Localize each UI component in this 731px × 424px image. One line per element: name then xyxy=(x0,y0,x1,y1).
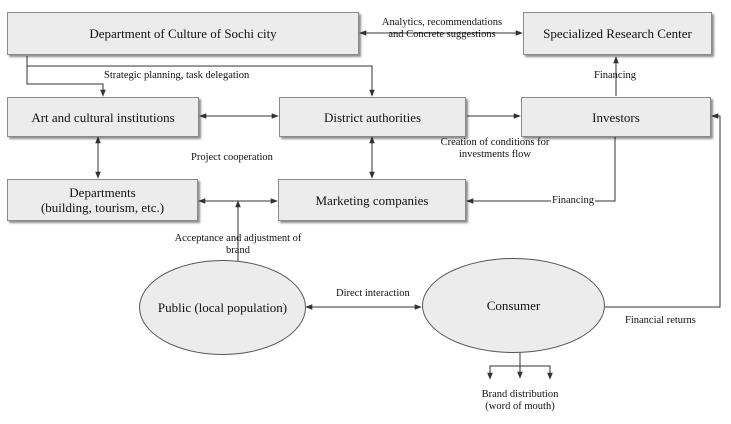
edge-strategic-art xyxy=(26,56,106,97)
node-departments-label-1: Departments xyxy=(69,185,136,200)
label-direct-interaction: Direct interaction xyxy=(336,288,410,299)
label-analytics-2: and Concrete suggestions xyxy=(388,29,496,40)
node-marketing-companies: Marketing companies xyxy=(278,179,466,221)
label-analytics: Analytics, recommendations and Concrete … xyxy=(367,17,517,41)
node-public-label: Public (local population) xyxy=(157,299,288,315)
label-brand-distribution: Brand distribution (word of mouth) xyxy=(462,389,578,413)
node-district-authorities: District authorities xyxy=(279,97,466,137)
label-acceptance-1: Acceptance and adjustment of xyxy=(174,233,302,244)
node-departments: Departments (building, tourism, etc.) xyxy=(7,179,198,221)
node-investors: Investors xyxy=(521,97,711,137)
label-strategic: Strategic planning, task delegation xyxy=(104,70,250,81)
label-financial-returns: Financial returns xyxy=(625,315,696,326)
label-analytics-1: Analytics, recommendations xyxy=(381,17,503,28)
node-investors-label: Investors xyxy=(592,109,640,125)
label-acceptance: Acceptance and adjustment of brand xyxy=(164,233,312,257)
node-district-authorities-label: District authorities xyxy=(323,109,422,125)
label-brand-distribution-2: (word of mouth) xyxy=(485,401,555,412)
label-acceptance-2: brand xyxy=(226,245,250,256)
node-dept-culture-label: Department of Culture of Sochi city xyxy=(89,26,277,41)
label-financing-mid: Financing xyxy=(551,195,595,207)
node-public: Public (local population) xyxy=(139,260,306,355)
node-research-center-label: Specialized Research Center xyxy=(543,26,692,41)
node-consumer: Consumer xyxy=(422,258,605,353)
edge-strategic-district xyxy=(27,65,375,97)
edge-financing-marketing xyxy=(466,137,616,204)
node-dept-culture: Department of Culture of Sochi city xyxy=(7,12,359,55)
node-art-institutions-label: Art and cultural institutions xyxy=(31,109,175,125)
label-creation-1: Creation of conditions for xyxy=(440,137,550,148)
node-departments-label-2: (building, tourism, etc.) xyxy=(40,200,165,215)
node-consumer-label: Consumer xyxy=(486,297,541,313)
node-research-center: Specialized Research Center xyxy=(523,12,712,55)
node-marketing-companies-label: Marketing companies xyxy=(315,192,429,208)
label-creation-2: investments flow xyxy=(458,149,532,160)
label-project-cooperation: Project cooperation xyxy=(191,152,273,163)
label-brand-distribution-1: Brand distribution xyxy=(481,389,559,400)
node-art-institutions: Art and cultural institutions xyxy=(7,97,199,137)
label-financing-top: Financing xyxy=(594,70,636,81)
edge-financial-returns xyxy=(605,113,721,308)
label-creation: Creation of conditions for investments f… xyxy=(430,137,560,161)
